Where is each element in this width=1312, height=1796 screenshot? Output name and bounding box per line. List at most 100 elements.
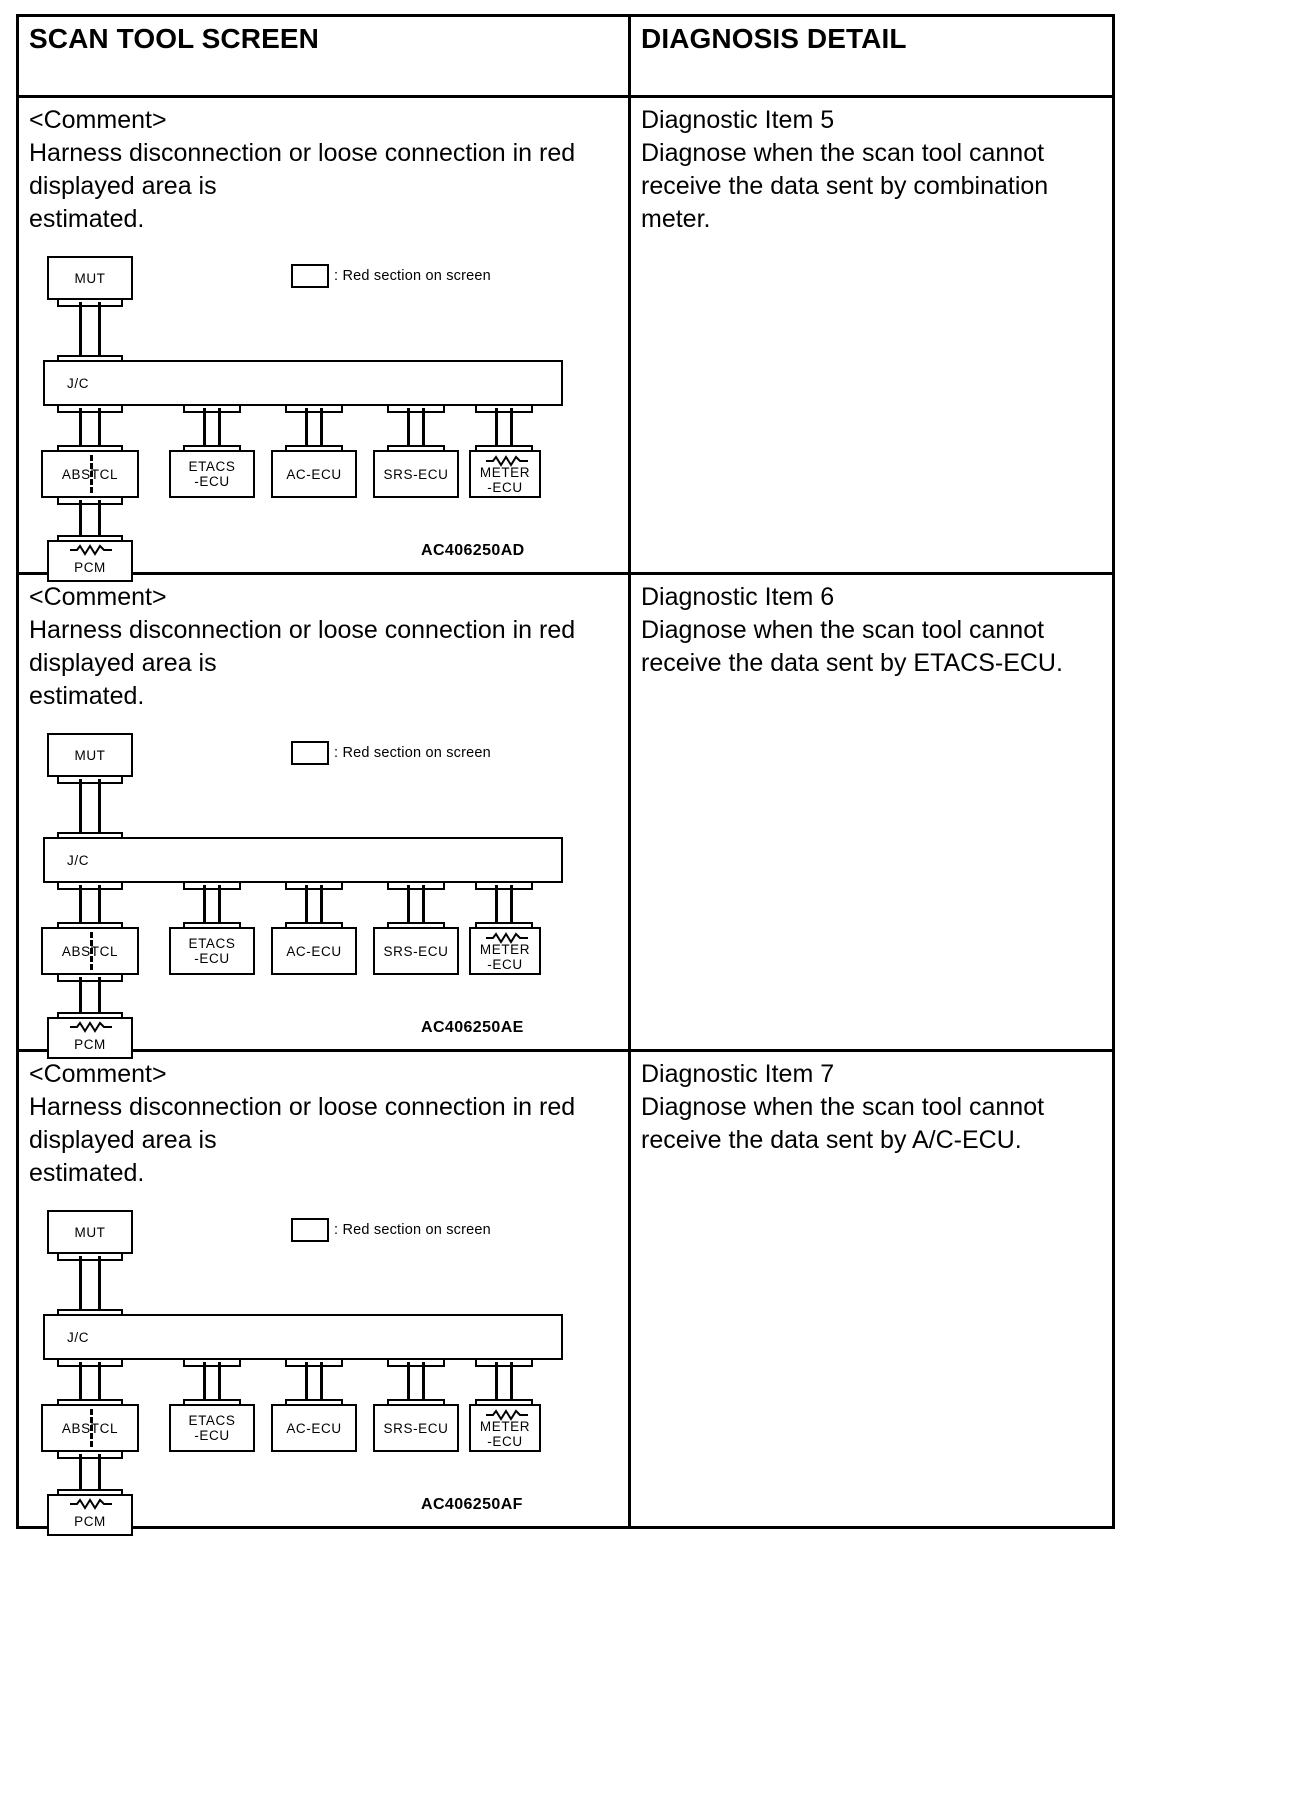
connector-rail-right	[218, 408, 222, 450]
node-etacs-ecu: ETACS -ECU	[169, 1404, 255, 1452]
connector-jc-etacs	[183, 881, 241, 931]
node-mut-label: MUT	[74, 270, 106, 286]
node-ac-ecu: AC-ECU	[271, 1404, 357, 1452]
red-section-swatch-icon	[291, 741, 329, 765]
connector-rail-left	[406, 1362, 410, 1404]
connector-jc-etacs	[183, 1358, 241, 1408]
connector-rail-left	[202, 1362, 206, 1404]
node-jc-label: J/C	[67, 852, 90, 868]
node-etacs-ecu-label: ETACS -ECU	[188, 1413, 236, 1443]
connector-rail-left	[202, 408, 206, 450]
table-row: <Comment> Harness disconnection or loose…	[16, 1049, 1115, 1536]
connector-rail-left	[494, 885, 498, 927]
abs-tcl-divider	[90, 1409, 93, 1447]
connector-abstcl-pcm	[57, 496, 123, 544]
connector-rail-left	[79, 500, 83, 540]
table-header-row: SCAN TOOL SCREEN DIAGNOSIS DETAIL	[16, 14, 1115, 98]
node-srs-ecu: SRS-ECU	[373, 450, 459, 498]
connector-jc-abstcl	[57, 881, 123, 931]
connector-rail-right	[97, 500, 101, 540]
connector-rail-right	[320, 885, 324, 927]
node-meter-ecu: METER -ECU	[469, 1404, 541, 1452]
node-pcm: PCM	[47, 1494, 133, 1536]
legend: : Red section on screen	[291, 741, 491, 765]
column-header-diagnosis-detail: DIAGNOSIS DETAIL	[628, 14, 1115, 98]
resistor-icon	[70, 544, 112, 556]
detail-body: Diagnose when the scan tool cannot recei…	[641, 616, 1063, 677]
resistor-icon	[486, 932, 528, 944]
node-srs-ecu: SRS-ECU	[373, 1404, 459, 1452]
connector-abstcl-pcm	[57, 973, 123, 1021]
scan-tool-screen-cell: <Comment> Harness disconnection or loose…	[16, 95, 631, 582]
connector-mut-jc	[57, 1252, 123, 1318]
node-etacs-ecu: ETACS -ECU	[169, 450, 255, 498]
connector-rail-right	[218, 1362, 222, 1404]
node-meter-ecu-label: METER -ECU	[479, 465, 531, 495]
table-row: <Comment> Harness disconnection or loose…	[16, 572, 1115, 1059]
node-pcm: PCM	[47, 540, 133, 582]
resistor-icon	[486, 455, 528, 467]
connector-rail-left	[79, 408, 83, 450]
connector-rail-right	[422, 885, 426, 927]
red-section-swatch-icon	[291, 264, 329, 288]
connector-rail-left	[79, 1256, 83, 1314]
figure-code: AC406250AD	[421, 542, 525, 559]
node-ac-ecu: AC-ECU	[271, 927, 357, 975]
network-diagram: MUT J/C : Red section on screen	[29, 250, 611, 582]
connector-rail-left	[202, 885, 206, 927]
comment-body: Harness disconnection or loose connectio…	[29, 139, 576, 233]
connector-jc-srs	[387, 881, 445, 931]
connector-rail-left	[304, 885, 308, 927]
node-etacs-ecu: ETACS -ECU	[169, 927, 255, 975]
table-row: <Comment> Harness disconnection or loose…	[16, 95, 1115, 582]
node-meter-ecu: METER -ECU	[469, 450, 541, 498]
legend: : Red section on screen	[291, 264, 491, 288]
comment-heading: <Comment>	[29, 583, 167, 611]
node-ac-ecu-label: AC-ECU	[286, 1420, 342, 1436]
node-ac-ecu: AC-ECU	[271, 450, 357, 498]
connector-rail-right	[97, 885, 101, 927]
connector-rail-right	[218, 885, 222, 927]
abs-tcl-divider	[90, 932, 93, 970]
connector-rail-left	[304, 408, 308, 450]
connector-jc-srs	[387, 1358, 445, 1408]
node-meter-ecu-label: METER -ECU	[479, 942, 531, 972]
detail-title: Diagnostic Item 5	[641, 106, 835, 134]
diagnosis-detail-cell: Diagnostic Item 7 Diagnose when the scan…	[628, 1049, 1115, 1529]
node-srs-ecu-label: SRS-ECU	[383, 1420, 449, 1436]
red-section-swatch-icon	[291, 1218, 329, 1242]
node-tcl-label: TCL	[90, 466, 119, 482]
node-pcm-label: PCM	[74, 1036, 106, 1052]
abs-tcl-divider	[90, 455, 93, 493]
connector-jc-ac	[285, 1358, 343, 1408]
connector-rail-left	[79, 1362, 83, 1404]
connector-rail-left	[79, 302, 83, 360]
connector-rail-right	[97, 1454, 101, 1494]
node-etacs-ecu-label: ETACS -ECU	[188, 936, 236, 966]
connector-jc-ac	[285, 404, 343, 454]
connector-rail-left	[79, 779, 83, 837]
scan-tool-screen-cell: <Comment> Harness disconnection or loose…	[16, 572, 631, 1059]
node-pcm: PCM	[47, 1017, 133, 1059]
detail-body: Diagnose when the scan tool cannot recei…	[641, 1093, 1045, 1154]
node-mut-label: MUT	[74, 747, 106, 763]
node-srs-ecu-label: SRS-ECU	[383, 466, 449, 482]
connector-rail-left	[494, 408, 498, 450]
connector-rail-right	[510, 1362, 514, 1404]
node-etacs-ecu-label: ETACS -ECU	[188, 459, 236, 489]
node-junction-connector: J/C	[43, 1314, 563, 1360]
node-jc-label: J/C	[67, 1329, 90, 1345]
comment-heading: <Comment>	[29, 1060, 167, 1088]
figure-code: AC406250AF	[421, 1496, 523, 1513]
connector-jc-abstcl	[57, 404, 123, 454]
node-abs-label: ABS	[61, 943, 91, 959]
detail-title: Diagnostic Item 6	[641, 583, 835, 611]
connector-rail-left	[406, 408, 410, 450]
connector-rail-right	[510, 885, 514, 927]
connector-rail-left	[406, 885, 410, 927]
node-jc-label: J/C	[67, 375, 90, 391]
diagnosis-table: SCAN TOOL SCREEN DIAGNOSIS DETAIL <Comme…	[16, 14, 1115, 1536]
legend-label: : Red section on screen	[334, 745, 491, 761]
connector-jc-meter	[475, 881, 533, 931]
column-header-scan-tool-screen: SCAN TOOL SCREEN	[16, 14, 631, 98]
